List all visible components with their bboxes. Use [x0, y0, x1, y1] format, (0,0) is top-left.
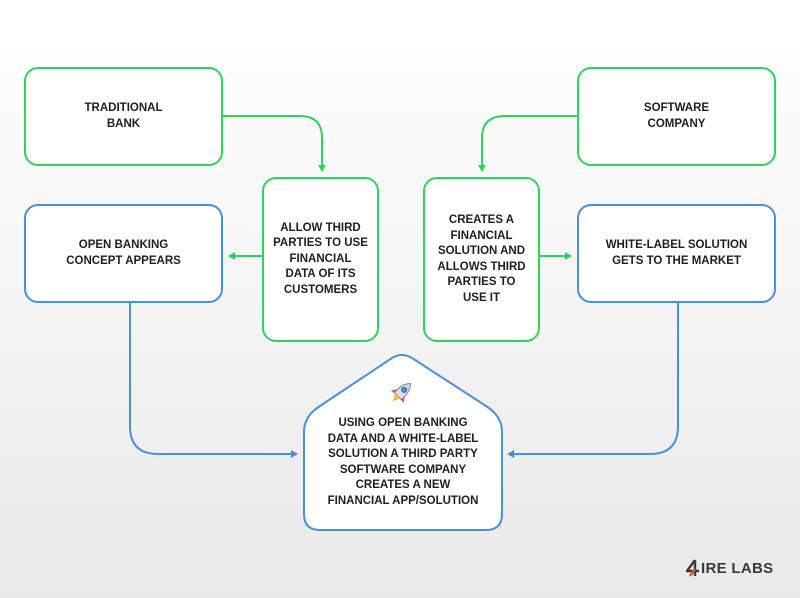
arrow-bank-to-allow [222, 115, 326, 172]
open-banking-label: OPEN BANKING CONCEPT APPEARS [66, 239, 181, 267]
traditional-bank-box: TRADITIONAL BANK [24, 67, 223, 166]
rocket-icon [390, 383, 411, 404]
allow-third-parties-box: ALLOW THIRD PARTIES TO USE FINANCIAL DAT… [262, 177, 379, 342]
result-shape [303, 354, 503, 531]
white-label-box: WHITE-LABEL SOLUTION GETS TO THE MARKET [577, 204, 776, 303]
arrow-openbanking-to-result [129, 302, 298, 458]
arrow-software-to-creates [478, 115, 578, 172]
software-company-box: SOFTWARE COMPANY [577, 67, 776, 166]
allow-third-parties-label: ALLOW THIRD PARTIES TO USE FINANCIAL DAT… [273, 221, 368, 296]
logo-text: IRE LABS [701, 559, 774, 577]
creates-financial-solution-label: CREATES A FINANCIAL SOLUTION AND ALLOWS … [437, 214, 526, 304]
result-label: USING OPEN BANKING DATA AND A WHITE-LABE… [327, 417, 479, 507]
aire-labs-logo: IRE LABS [684, 558, 774, 578]
traditional-bank-label: TRADITIONAL BANK [84, 102, 163, 130]
open-banking-box: OPEN BANKING CONCEPT APPEARS [24, 204, 223, 303]
white-label-label: WHITE-LABEL SOLUTION GETS TO THE MARKET [605, 239, 748, 267]
logo-four-icon [684, 559, 699, 577]
software-company-label: SOFTWARE COMPANY [643, 102, 710, 130]
logo-mark [684, 559, 700, 577]
creates-financial-solution-box: CREATES A FINANCIAL SOLUTION AND ALLOWS … [423, 177, 540, 342]
arrow-whitelabel-to-result [507, 302, 679, 458]
